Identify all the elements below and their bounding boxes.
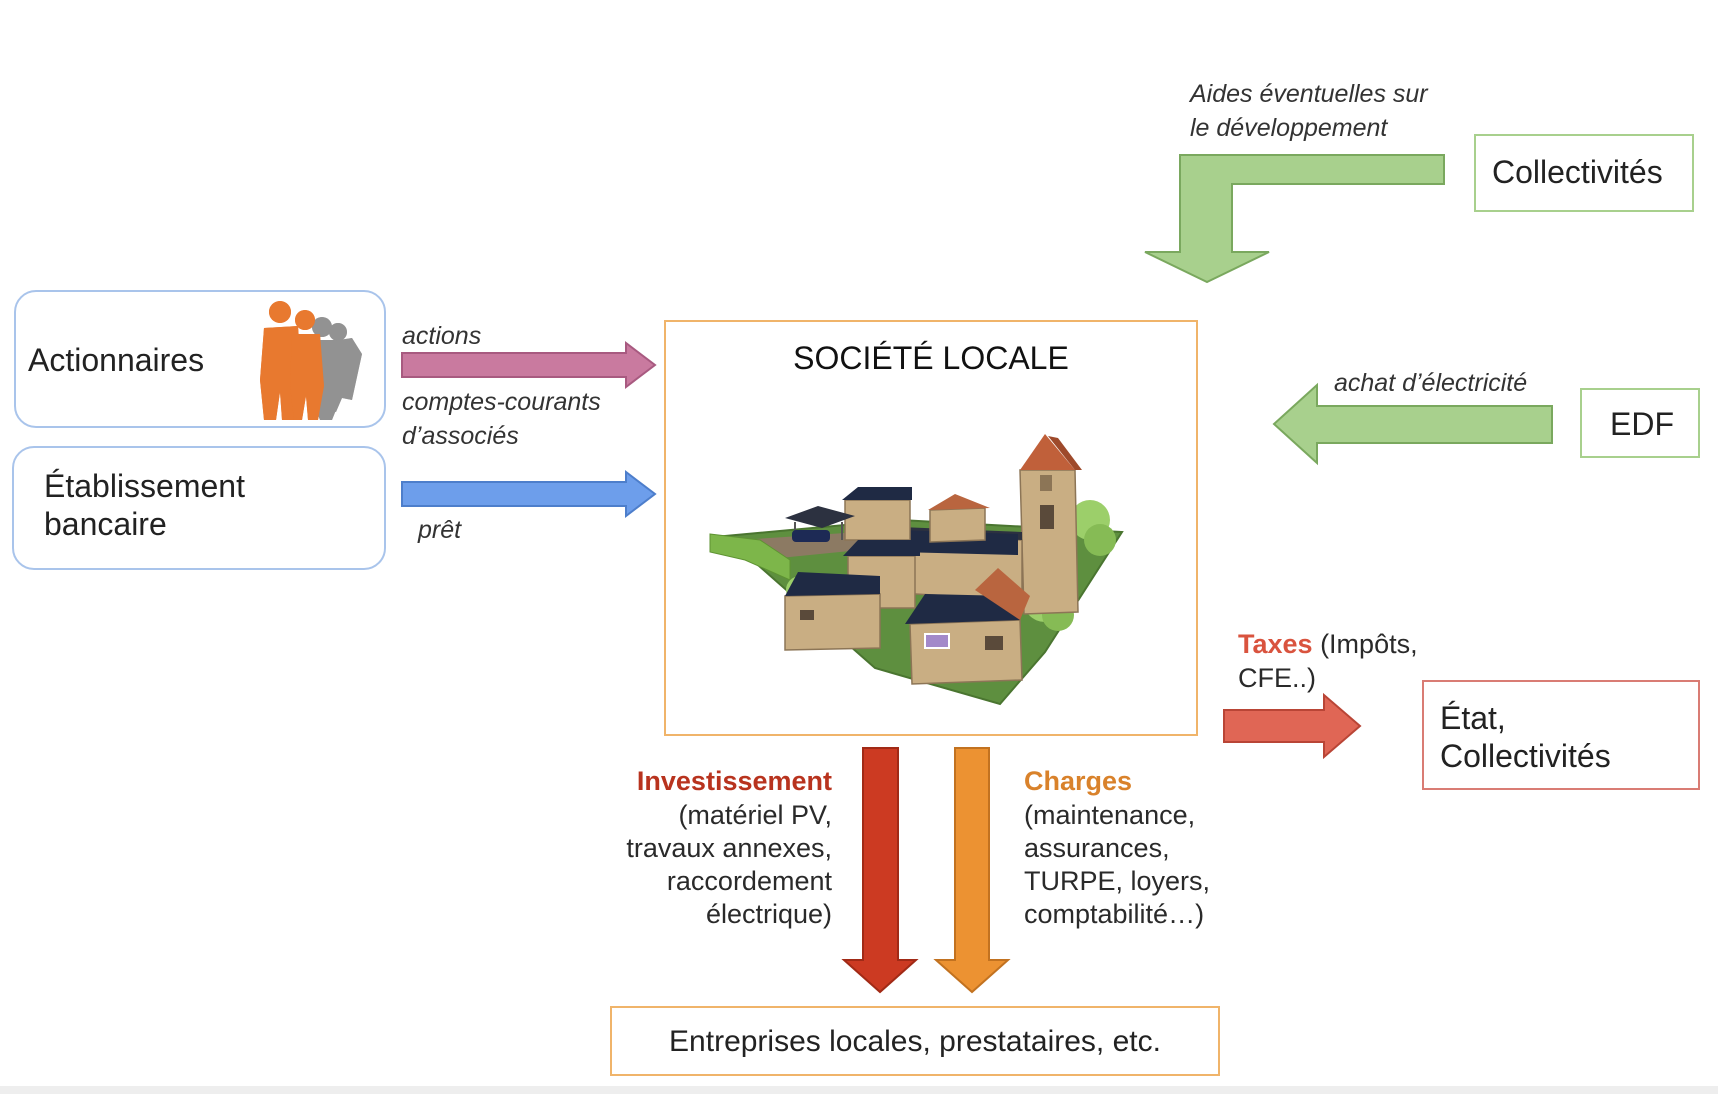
pret-arrow: [401, 469, 657, 519]
entreprises-box: Entreprises locales, prestataires, etc.: [610, 1006, 1220, 1076]
edf-box: EDF: [1580, 388, 1700, 458]
aides-arrow: [1144, 154, 1445, 284]
actions-arrow: [401, 340, 657, 390]
aides-line1: Aides éventuelles sur: [1190, 80, 1428, 108]
investissement-arrow: [841, 747, 919, 994]
etablissement-line2: bancaire: [44, 506, 167, 542]
charges-arrow: [933, 747, 1011, 994]
investissement-line-3: raccordement: [666, 866, 832, 896]
edf-label: EDF: [1610, 406, 1674, 442]
achat-arrow: [1272, 382, 1553, 466]
actionnaires-label: Actionnaires: [28, 342, 205, 378]
bottom-strip: [0, 1086, 1718, 1094]
collectivites-box: Collectivités: [1474, 134, 1694, 212]
pret-label: prêt: [418, 516, 462, 544]
comptes-courants-line1: comptes-courants: [402, 388, 601, 416]
charges-title: Charges: [1024, 766, 1133, 796]
charges-line-4: comptabilité…): [1024, 899, 1205, 929]
aides-line2: le développement: [1190, 114, 1388, 142]
etat-collectivites-box: État, Collectivités: [1422, 680, 1700, 790]
entreprises-label: Entreprises locales, prestataires, etc.: [669, 1025, 1161, 1058]
comptes-courants-line2: d’associés: [402, 422, 519, 450]
taxes-label-line1: Taxes (Impôts,: [1238, 628, 1418, 661]
investissement-line-1: (matériel PV,: [678, 800, 832, 830]
etablissement-bancaire-box: Établissement bancaire: [12, 446, 386, 570]
taxes-bold: Taxes: [1238, 629, 1313, 659]
taxes-arrow: [1223, 692, 1362, 760]
societe-locale-box: SOCIÉTÉ LOCALE: [664, 320, 1198, 736]
taxes-rest: (Impôts,: [1312, 629, 1418, 659]
investissement-line-2: travaux annexes,: [626, 833, 832, 863]
etat-line2: Collectivités: [1440, 738, 1611, 774]
etat-line1: État,: [1440, 700, 1506, 736]
societe-locale-title: SOCIÉTÉ LOCALE: [793, 340, 1069, 376]
investissement-title: Investissement: [636, 766, 832, 796]
charges-line-3: TURPE, loyers,: [1024, 866, 1211, 896]
charges-line-2: assurances,: [1024, 833, 1170, 863]
charges-line-1: (maintenance,: [1024, 800, 1196, 830]
taxes-label-line2: CFE..): [1238, 663, 1316, 693]
collectivites-label: Collectivités: [1492, 154, 1663, 190]
actionnaires-box: Actionnaires: [14, 290, 386, 428]
investissement-line-4: électrique): [705, 899, 832, 929]
actions-label: actions: [402, 322, 482, 350]
achat-label: achat d’électricité: [1334, 369, 1528, 397]
etablissement-line1: Établissement: [44, 468, 245, 504]
